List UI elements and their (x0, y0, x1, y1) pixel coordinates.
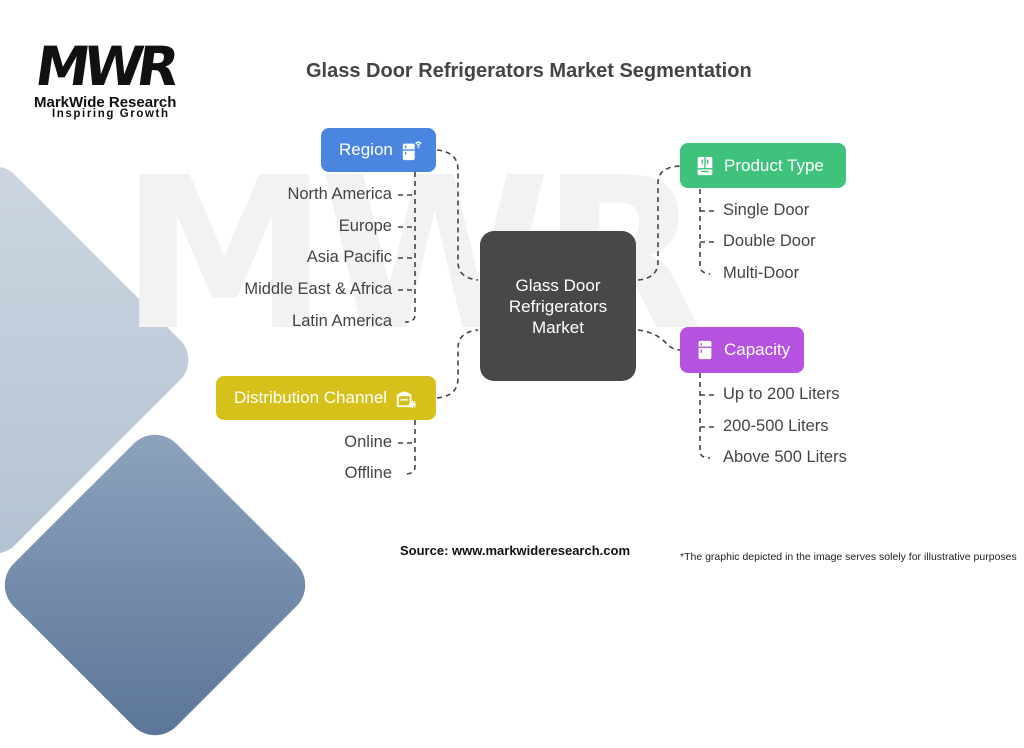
product-item-single-door: Single Door (723, 201, 810, 219)
region-item-europe: Europe (338, 217, 392, 235)
distribution-item-online: Online (344, 433, 392, 451)
region-item-middle-east-africa: Middle East & Africa (244, 280, 392, 298)
capacity-node[interactable]: Capacity (680, 327, 804, 373)
center-line-2: Refrigerators (508, 296, 608, 316)
capacity-item-200-500: 200-500 Liters (723, 417, 829, 435)
double-door-fridge-icon (697, 156, 713, 175)
center-line-1: Glass Door (515, 275, 601, 295)
smart-fridge-icon (402, 141, 422, 161)
product-type-node[interactable]: Product Type (680, 143, 846, 188)
center-node[interactable]: Glass Door Refrigerators Market (480, 231, 636, 381)
capacity-label: Capacity (724, 340, 791, 359)
source-text: Source: www.markwideresearch.com (400, 543, 631, 558)
region-node[interactable]: Region (321, 128, 436, 172)
distribution-channel-node[interactable]: Distribution Channel (216, 376, 436, 420)
product-item-multi-door: Multi-Door (723, 264, 800, 282)
capacity-item-up-to-200: Up to 200 Liters (723, 385, 840, 403)
region-item-north-america: North America (287, 185, 392, 203)
fridge-icon (698, 340, 712, 360)
page-title: Glass Door Refrigerators Market Segmenta… (306, 60, 752, 82)
distribution-channel-label: Distribution Channel (234, 388, 388, 407)
center-line-3: Market (532, 317, 584, 337)
product-type-label: Product Type (724, 155, 824, 175)
capacity-item-above-500: Above 500 Liters (723, 448, 847, 466)
logo-name: MarkWide Research (34, 94, 177, 111)
freezer-icon (396, 391, 417, 409)
disclaimer-text: *The graphic depicted in the image serve… (680, 551, 1017, 563)
region-item-latin-america: Latin America (292, 312, 392, 330)
distribution-item-offline: Offline (344, 464, 392, 482)
product-item-double-door: Double Door (723, 232, 816, 250)
connector-lines (398, 149, 717, 475)
region-label: Region (339, 140, 393, 159)
logo-tagline: Inspiring Growth (52, 108, 170, 120)
region-item-asia-pacific: Asia Pacific (306, 248, 392, 266)
